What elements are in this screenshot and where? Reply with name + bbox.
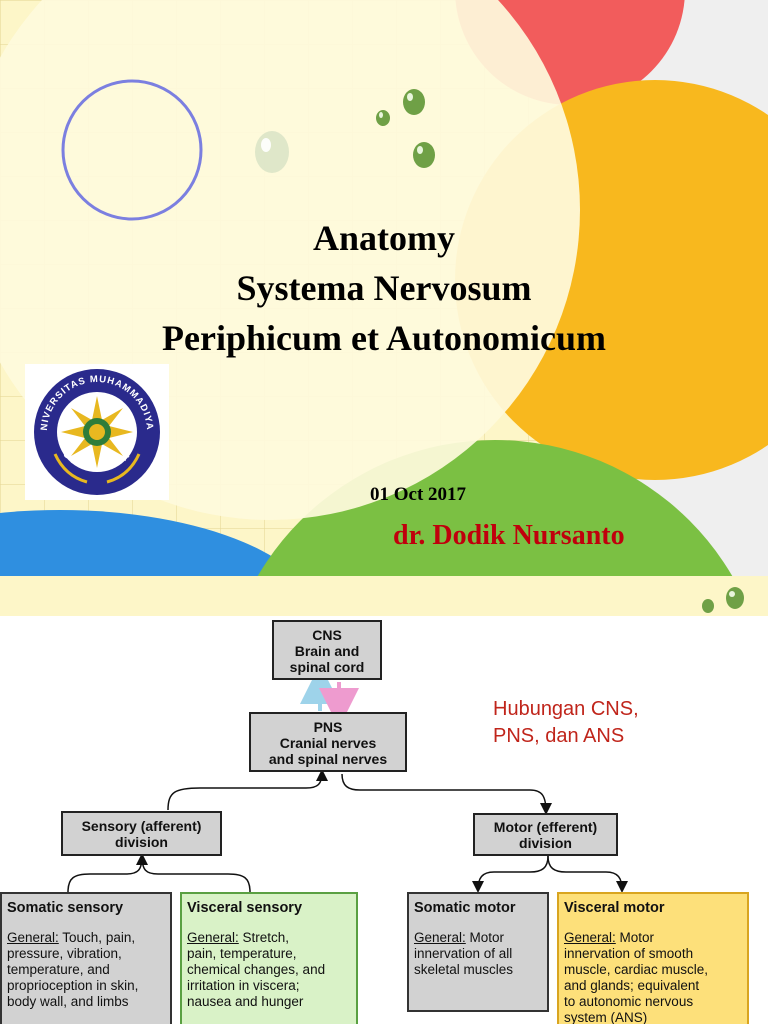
title-line-3: Periphicum et Autonomicum (162, 318, 606, 358)
somatic-sensory-title: Somatic sensory (7, 900, 124, 916)
pns-title: PNS (313, 719, 343, 735)
cns-box: CNS Brain and spinal cord (272, 620, 382, 680)
sensory-division-box: Sensory (afferent) division (61, 811, 222, 856)
visceral-sensory-title: Visceral sensory (187, 900, 303, 916)
body-line: system (ANS) (564, 1010, 648, 1024)
body-line: Motor (465, 930, 505, 945)
pns-to-motor-connector (341, 773, 552, 815)
water-drop-icon (255, 131, 289, 173)
visceral-motor-title: Visceral motor (564, 900, 665, 916)
cns-title: CNS (312, 627, 342, 643)
pns-box: PNS Cranial nerves and spinal nerves (249, 712, 407, 772)
body-line: Motor (615, 930, 655, 945)
body-line: temperature, and (7, 962, 110, 977)
somatic-motor-title: Somatic motor (414, 900, 516, 916)
body-line: chemical changes, and (187, 962, 326, 977)
body-line: body wall, and limbs (7, 994, 129, 1009)
sensory-division-line-1: Sensory (afferent) (81, 818, 202, 834)
somatic-motor-box: Somatic motor General: Motor innervation… (407, 892, 549, 1012)
water-drop-icon (403, 89, 425, 115)
slide2-top-decoration (702, 587, 744, 613)
motor-to-somatic-connector (472, 855, 549, 893)
sensory-to-pns-connector (167, 769, 328, 811)
title-slide: Anatomy Systema Nervosum Periphicum et A… (0, 0, 768, 576)
leaf-wreath-left (53, 453, 88, 484)
cns-line-2: Brain and (294, 643, 360, 659)
title-line-1: Anatomy (313, 218, 455, 258)
somatic-sensory-box: Somatic sensory General: Touch, pain, pr… (0, 892, 172, 1024)
diagram-slide: CNS Brain and spinal cord PNS Cranial ne… (0, 576, 768, 1024)
water-drop-icon (702, 599, 714, 613)
body-line: muscle, cardiac muscle, (564, 962, 709, 977)
visceral-sensory-connector (141, 855, 251, 893)
sensory-division-line-2: division (115, 834, 168, 850)
body-line: innervation of smooth (564, 946, 694, 961)
purple-ring (61, 79, 203, 221)
body-line: nausea and hunger (187, 994, 304, 1009)
slide-heading: Hubungan CNS, PNS, dan ANS (493, 696, 639, 750)
author-name: dr. Dodik Nursanto (393, 520, 625, 551)
cns-line-3: spinal cord (289, 659, 365, 675)
water-drop-icon (376, 110, 390, 126)
body-line: proprioception in skin, (7, 978, 139, 993)
body-line: irritation in viscera; (187, 978, 300, 993)
leaf-wreath-right (106, 453, 141, 484)
pns-line-3: and spinal nerves (268, 751, 388, 767)
somatic-sensory-connector (67, 853, 148, 893)
motor-to-visceral-connector (547, 855, 628, 893)
title-line-2: Systema Nervosum (236, 268, 532, 308)
body-line: pain, temperature, (187, 946, 297, 961)
visceral-sensory-box: Visceral sensory General: Stretch, pain,… (180, 892, 358, 1024)
motor-division-line-2: division (519, 835, 572, 851)
diagram-connectors (67, 664, 628, 893)
visceral-motor-box: Visceral motor General: Motor innervatio… (557, 892, 749, 1024)
body-line: and glands; equivalent (564, 978, 700, 993)
general-label: General: (414, 930, 466, 945)
body-line: pressure, vibration, (7, 946, 122, 961)
sun-emblem-icon (61, 396, 133, 468)
general-label: General: (7, 930, 59, 945)
motor-division-box: Motor (efferent) division (473, 813, 618, 856)
presentation-date: 01 Oct 2017 (370, 484, 467, 505)
body-line: skeletal muscles (414, 962, 514, 977)
water-drop-icon (413, 142, 435, 168)
heading-line-1: Hubungan CNS, (493, 698, 639, 720)
water-drop-icon (726, 587, 744, 609)
body-line: innervation of all (414, 946, 513, 961)
general-label: General: (564, 930, 616, 945)
blue-shape (0, 510, 299, 576)
motor-division-line-1: Motor (efferent) (493, 819, 598, 835)
heading-line-2: PNS, dan ANS (493, 725, 625, 747)
pns-line-2: Cranial nerves (279, 735, 377, 751)
general-label: General: (187, 930, 239, 945)
body-line: Touch, pain, (58, 930, 136, 945)
body-line: Stretch, (238, 930, 290, 945)
body-line: to autonomic nervous (564, 994, 694, 1009)
university-logo: UNIVERSITAS MUHAMMADIYAH SURAKARTA (21, 356, 169, 500)
diagram-panel: CNS Brain and spinal cord PNS Cranial ne… (0, 616, 768, 1024)
